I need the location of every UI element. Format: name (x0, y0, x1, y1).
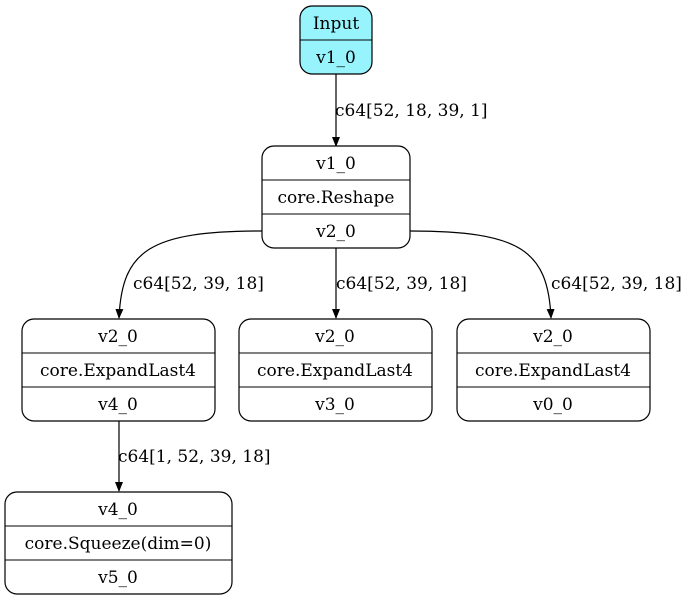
edge-reshape-to-expand-c: c64[52, 39, 18] (409, 230, 682, 319)
node-expand-a-output: v4_0 (97, 395, 138, 415)
node-squeeze-input: v4_0 (97, 500, 138, 520)
node-expand-a-op: core.ExpandLast4 (40, 361, 196, 381)
node-expand-c-output: v0_0 (532, 395, 573, 415)
node-reshape-output: v2_0 (315, 222, 356, 242)
node-squeeze-output: v5_0 (97, 568, 138, 588)
edge-label-input-to-reshape: c64[52, 18, 39, 1] (335, 101, 488, 121)
edge-label-expand-a-to-squeeze: c64[1, 52, 39, 18] (118, 447, 271, 467)
node-expand-c-input: v2_0 (532, 327, 573, 347)
node-reshape-op: core.Reshape (278, 188, 395, 208)
node-expand-b-output: v3_0 (314, 395, 355, 415)
edge-label-reshape-to-expand-b: c64[52, 39, 18] (336, 274, 467, 294)
node-expand-a: v2_0 core.ExpandLast4 v4_0 (21, 318, 216, 422)
edge-expand-a-to-squeeze: c64[1, 52, 39, 18] (115, 421, 271, 492)
edge-reshape-to-expand-b: c64[52, 39, 18] (332, 248, 467, 319)
node-expand-b-op: core.ExpandLast4 (257, 361, 413, 381)
node-reshape-input: v1_0 (315, 154, 356, 174)
node-expand-b: v2_0 core.ExpandLast4 v3_0 (238, 318, 433, 422)
edge-label-reshape-to-expand-c: c64[52, 39, 18] (551, 274, 682, 294)
edge-label-reshape-to-expand-a: c64[52, 39, 18] (133, 274, 264, 294)
node-squeeze: v4_0 core.Squeeze(dim=0) v5_0 (4, 491, 233, 595)
edge-reshape-to-expand-a: c64[52, 39, 18] (115, 230, 264, 319)
node-squeeze-op: core.Squeeze(dim=0) (25, 534, 212, 554)
node-expand-c-op: core.ExpandLast4 (475, 361, 631, 381)
node-expand-b-input: v2_0 (314, 327, 355, 347)
node-input: Input v1_0 (299, 5, 373, 75)
node-reshape: v1_0 core.Reshape v2_0 (261, 145, 411, 249)
node-input-title: Input (313, 14, 359, 34)
node-input-output: v1_0 (315, 48, 356, 68)
edge-input-to-reshape: c64[52, 18, 39, 1] (332, 74, 488, 147)
node-expand-a-input: v2_0 (97, 327, 138, 347)
node-expand-c: v2_0 core.ExpandLast4 v0_0 (456, 318, 651, 422)
